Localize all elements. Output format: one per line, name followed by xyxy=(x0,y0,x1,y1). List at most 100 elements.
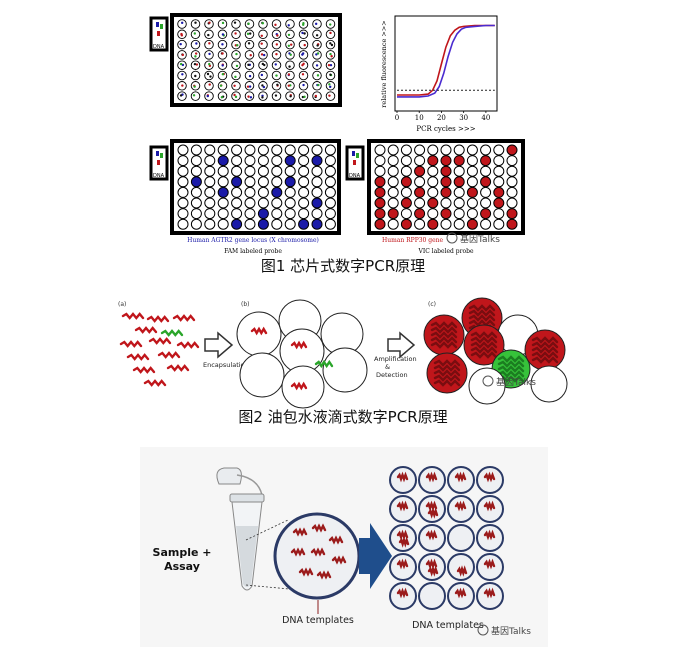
partition-well xyxy=(418,495,446,523)
well-dot xyxy=(235,52,238,56)
well xyxy=(217,81,228,91)
well xyxy=(427,208,439,220)
well-dot xyxy=(179,42,182,46)
positive-well xyxy=(298,218,310,230)
well xyxy=(453,218,465,230)
well xyxy=(217,208,229,220)
well-dot xyxy=(195,42,198,45)
well xyxy=(427,165,439,177)
partition-well xyxy=(389,553,417,581)
dna-strand xyxy=(470,346,498,354)
dna-strand xyxy=(430,326,458,334)
dna-strand xyxy=(146,315,170,323)
amplification-arrow: Amplification & Detection xyxy=(374,331,417,379)
dna-strand xyxy=(468,319,496,327)
well xyxy=(324,197,336,209)
well xyxy=(414,197,426,209)
well xyxy=(204,155,216,167)
well-dot xyxy=(315,64,319,67)
well xyxy=(257,165,269,177)
positive-well xyxy=(440,208,452,220)
well xyxy=(453,144,465,156)
positive-well xyxy=(506,208,518,220)
well-dot xyxy=(192,94,196,97)
right-key-label: DNA xyxy=(349,173,361,179)
partition-well xyxy=(389,582,417,610)
encapsulation-arrow: Encapsulation xyxy=(203,331,249,369)
partition-well xyxy=(418,582,446,610)
dna-template xyxy=(483,500,496,512)
dna-template xyxy=(396,587,409,599)
well-dot xyxy=(193,85,196,88)
dna-strand xyxy=(470,351,498,359)
well xyxy=(387,218,399,230)
well-dot xyxy=(220,96,224,99)
dna-template xyxy=(396,558,409,570)
well xyxy=(493,144,505,156)
well-dot xyxy=(276,34,279,37)
top-plate-key: DNA xyxy=(149,16,169,52)
dna-strand xyxy=(433,379,461,387)
x-tick-label: 20 xyxy=(437,114,446,122)
well xyxy=(271,208,283,220)
curve-series-2 xyxy=(397,24,495,98)
well xyxy=(244,50,255,60)
well xyxy=(204,208,216,220)
figure3-watermark: 基因Talks xyxy=(477,624,531,637)
positive-well xyxy=(311,197,323,209)
well-dot xyxy=(275,52,278,56)
well xyxy=(387,155,399,167)
well xyxy=(400,165,412,177)
right-plate-vic xyxy=(367,139,525,235)
well-dot xyxy=(329,73,332,76)
templates-right-label: DNA templates xyxy=(412,620,484,631)
partition-well xyxy=(447,524,475,552)
dna-template xyxy=(292,527,308,537)
well xyxy=(217,197,229,209)
well xyxy=(311,176,323,188)
dna-template xyxy=(456,565,468,577)
well xyxy=(284,218,296,230)
well-dot xyxy=(328,85,332,89)
dna-strand xyxy=(531,351,559,359)
well-dot xyxy=(329,23,332,26)
well xyxy=(271,197,283,209)
dna-template xyxy=(425,500,438,512)
positive-well xyxy=(440,176,452,188)
well-dot xyxy=(302,83,305,87)
well-dot xyxy=(289,53,292,56)
positive-well xyxy=(311,155,323,167)
dna-strand xyxy=(121,312,145,320)
x-tick-label: 0 xyxy=(395,114,399,122)
well xyxy=(231,60,241,70)
x-tick-label: 40 xyxy=(481,114,490,122)
well xyxy=(311,208,323,220)
well xyxy=(217,165,229,177)
positive-well xyxy=(414,208,426,220)
droplet xyxy=(239,352,285,398)
well xyxy=(325,29,336,40)
well-dot xyxy=(194,52,198,55)
well xyxy=(387,186,399,198)
well-dot xyxy=(301,31,304,35)
positive-well xyxy=(453,176,465,188)
dna-strand xyxy=(470,331,498,339)
well xyxy=(440,144,452,156)
well xyxy=(400,186,412,198)
well-dot xyxy=(249,96,253,99)
well xyxy=(493,218,505,230)
dna-template xyxy=(454,587,467,599)
positive-well xyxy=(440,186,452,198)
partition-well xyxy=(447,553,475,581)
well xyxy=(400,208,412,220)
well xyxy=(298,208,310,220)
well xyxy=(480,186,492,198)
well-dot xyxy=(221,21,225,25)
well-dot xyxy=(206,94,209,98)
dna-template xyxy=(316,570,332,580)
left-plate-fam xyxy=(170,139,341,235)
well xyxy=(204,91,214,101)
well-dot xyxy=(194,74,197,78)
well xyxy=(374,144,386,156)
positive-well xyxy=(217,155,229,167)
